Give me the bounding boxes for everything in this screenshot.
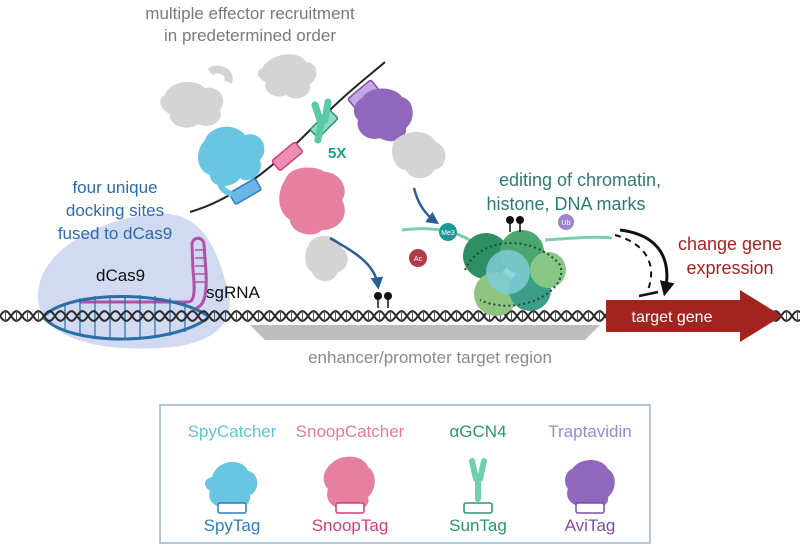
target-region-bar: [250, 325, 600, 340]
docking-line-3: fused to dCas9: [58, 224, 172, 243]
legend-catcher-label: SnoopCatcher: [296, 422, 405, 441]
effector-protein-3: [392, 131, 446, 179]
me3-mark: [439, 223, 457, 241]
methyl-marks-dna: [374, 292, 392, 308]
change-line-2: expression: [686, 258, 773, 278]
dcas9-label: dCas9: [96, 266, 145, 285]
ac-mark: [409, 249, 427, 267]
sgrna-label: sgRNA: [206, 283, 261, 302]
docking-line-1: four unique: [72, 178, 157, 197]
legend-tag-icon: [335, 502, 365, 514]
title-line-1: multiple effector recruitment: [145, 4, 355, 23]
recruit-arrow-1: [329, 236, 384, 290]
legend-tag-icon: [463, 502, 493, 514]
repression-bar: [638, 290, 659, 298]
dna-bubble-top: [42, 295, 209, 318]
legend-tag-label: SpyTag: [204, 516, 261, 535]
ac-label: Ac: [414, 256, 423, 263]
ub-mark: [558, 214, 574, 230]
legend-tag-icon: [217, 502, 247, 514]
repression-arrow: [614, 234, 653, 291]
legend-catcher-icon: [323, 456, 375, 510]
legend-tag-label: AviTag: [565, 516, 616, 535]
legend-catcher-icon: [469, 458, 487, 502]
legend: SpyCatcher SnoopCatcher αGCN4 TraptavidinSp…: [188, 422, 632, 535]
effector-protein-4: [305, 235, 348, 281]
traptavidin-protein: [353, 88, 413, 142]
effector-protein-2: [257, 54, 317, 99]
editing-line-2: histone, DNA marks: [486, 194, 645, 214]
editing-line-1: editing of chromatin,: [499, 170, 661, 190]
legend-catcher-icon: [204, 461, 258, 508]
legend-tag-icon: [575, 502, 605, 514]
agcn4-protein: [311, 98, 332, 144]
legend-tag-label: SnoopTag: [312, 516, 389, 535]
legend-catcher-label: Traptavidin: [548, 422, 631, 441]
me3-label: Me3: [441, 230, 455, 237]
effector-protein-1-tail: [207, 65, 233, 84]
sgrna-rungs: [195, 249, 205, 283]
title-line-2: in predetermined order: [164, 26, 336, 45]
recruit-arrow-2: [412, 187, 440, 225]
sgrna-hairpin: [80, 236, 208, 310]
spycatcher-linker: [216, 175, 233, 197]
target-gene-label: target gene: [632, 309, 713, 326]
dna-bubble-bottom: [42, 316, 209, 341]
spycatcher-protein: [198, 126, 265, 186]
legend-catcher-label: SpyCatcher: [188, 422, 277, 441]
activation-arrow: [619, 228, 675, 297]
snoopcatcher-protein: [279, 167, 345, 235]
legend-tag-label: SunTag: [449, 516, 507, 535]
ub-label: Ub: [562, 220, 571, 227]
change-line-1: change gene: [678, 234, 782, 254]
legend-catcher-label: αGCN4: [449, 422, 506, 441]
repeat-label: 5X: [328, 145, 346, 162]
spytag-dock: [228, 178, 262, 205]
docking-line-2: docking sites: [66, 201, 164, 220]
effector-protein-1: [160, 81, 224, 128]
target-gene-arrow: [606, 290, 782, 342]
legend-catcher-icon: [565, 460, 615, 508]
region-label: enhancer/promoter target region: [308, 348, 552, 367]
methyl-marks-histone: [506, 216, 524, 232]
snooptag-dock: [271, 141, 303, 171]
nucleosome: [463, 230, 566, 316]
